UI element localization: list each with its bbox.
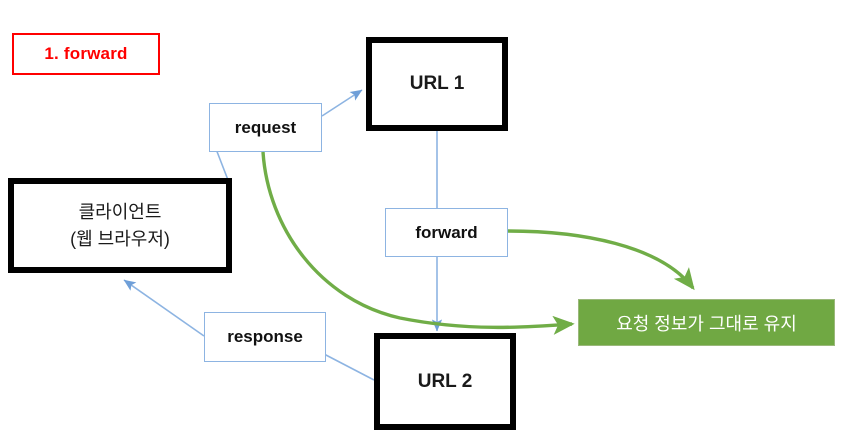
title-badge: 1. forward [12, 33, 160, 75]
node-url1-label: URL 1 [409, 73, 465, 94]
node-client-label-line1: 클라이언트 [78, 202, 162, 223]
node-request-label: request [234, 117, 297, 137]
node-url2[interactable]: URL 2 [374, 333, 516, 430]
node-client[interactable]: 클라이언트 (웹 브라우저) [8, 178, 232, 273]
node-response[interactable]: response [204, 312, 326, 362]
node-keep-info-label: 요청 정보가 그대로 유지 [616, 313, 797, 334]
node-url1[interactable]: URL 1 [366, 37, 508, 131]
node-forward-label: forward [415, 222, 478, 242]
node-keep-info[interactable]: 요청 정보가 그대로 유지 [578, 299, 835, 346]
node-response-label: response [227, 327, 303, 346]
node-forward[interactable]: forward [385, 208, 508, 257]
title-badge-label: 1. forward [44, 44, 128, 63]
edge-forward-to-keep [507, 229, 695, 291]
node-request[interactable]: request [209, 103, 322, 152]
node-client-label-line2: (웹 브라우저) [70, 228, 170, 249]
node-url2-label: URL 2 [417, 370, 473, 392]
